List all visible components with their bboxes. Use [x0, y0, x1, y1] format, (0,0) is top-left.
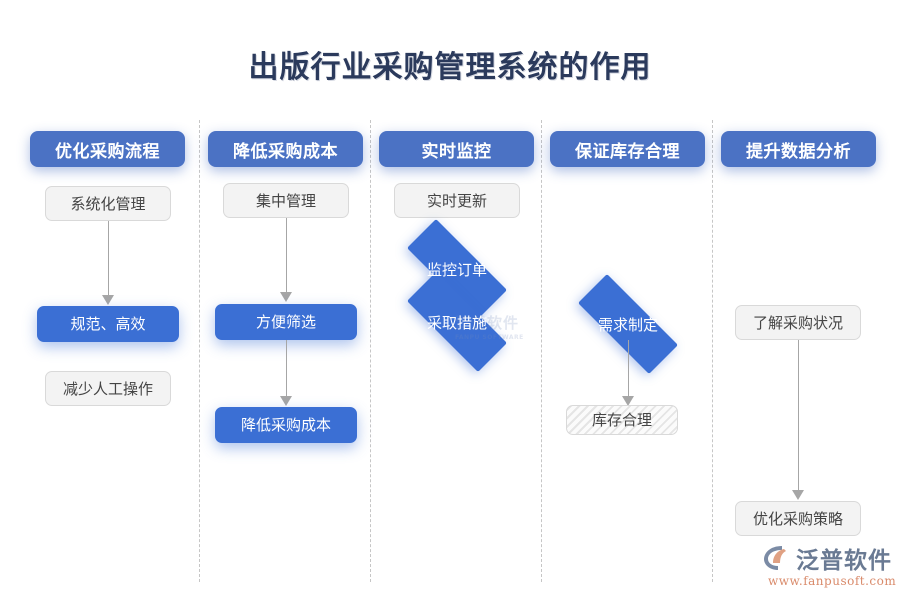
- column-header-optimize-procurement-process[interactable]: 优化采购流程: [30, 131, 185, 167]
- node-label: 采取措施: [426, 313, 487, 332]
- logo-url: www.fanpusoft.com: [768, 574, 897, 588]
- node-optimize-procurement-strategy[interactable]: 优化采购策略: [735, 501, 861, 536]
- column-separator-2: [370, 120, 371, 582]
- column-header-realtime-monitoring[interactable]: 实时监控: [379, 131, 534, 167]
- arrow-line: [285, 218, 287, 292]
- column-header-ensure-reasonable-inventory[interactable]: 保证库存合理: [550, 131, 705, 167]
- node-demand-planning[interactable]: 需求制定: [557, 274, 699, 374]
- node-understand-procurement-status[interactable]: 了解采购状况: [735, 305, 861, 340]
- node-label: 监控订单: [426, 260, 487, 279]
- node-label: 需求制定: [597, 315, 658, 334]
- node-reduce-procurement-cost[interactable]: 降低采购成本: [215, 407, 357, 443]
- arrow-col5-1: [782, 340, 814, 500]
- arrow-col2-1: [270, 218, 302, 302]
- arrow-head: [792, 490, 804, 500]
- node-realtime-update[interactable]: 实时更新: [394, 183, 520, 218]
- arrow-line: [107, 221, 109, 295]
- column-header-improve-data-analysis[interactable]: 提升数据分析: [721, 131, 876, 167]
- arrow-head: [280, 396, 292, 406]
- page-title: 出版行业采购管理系统的作用: [248, 50, 652, 85]
- arrow-head: [280, 292, 292, 302]
- node-convenient-filtering[interactable]: 方便筛选: [215, 304, 357, 340]
- arrow-head: [102, 295, 114, 305]
- arrow-col1-1: [92, 221, 124, 305]
- arrow-line: [285, 340, 287, 396]
- arrow-head: [622, 396, 634, 406]
- node-standardized-efficient[interactable]: 规范、高效: [37, 306, 179, 342]
- column-separator-3: [541, 120, 542, 582]
- column-separator-4: [712, 120, 713, 582]
- arrow-col4-1: [612, 340, 644, 406]
- brand-logo: 泛普软件 www.fanpusoft.com: [762, 543, 897, 591]
- node-centralized-management[interactable]: 集中管理: [223, 183, 349, 218]
- fanpu-logo-icon: [764, 546, 786, 570]
- node-take-measures[interactable]: 采取措施: [386, 272, 528, 372]
- node-systematic-management[interactable]: 系统化管理: [45, 186, 171, 221]
- arrow-line: [797, 340, 799, 490]
- column-header-reduce-procurement-cost[interactable]: 降低采购成本: [208, 131, 363, 167]
- column-separator-1: [199, 120, 200, 582]
- arrow-col2-2: [270, 340, 302, 406]
- arrow-line: [627, 340, 629, 396]
- node-reduce-manual-operation[interactable]: 减少人工操作: [45, 371, 171, 406]
- node-monitor-orders[interactable]: 监控订单: [386, 219, 528, 319]
- node-reasonable-inventory[interactable]: 库存合理: [566, 405, 678, 435]
- logo-name: 泛普软件: [796, 548, 892, 574]
